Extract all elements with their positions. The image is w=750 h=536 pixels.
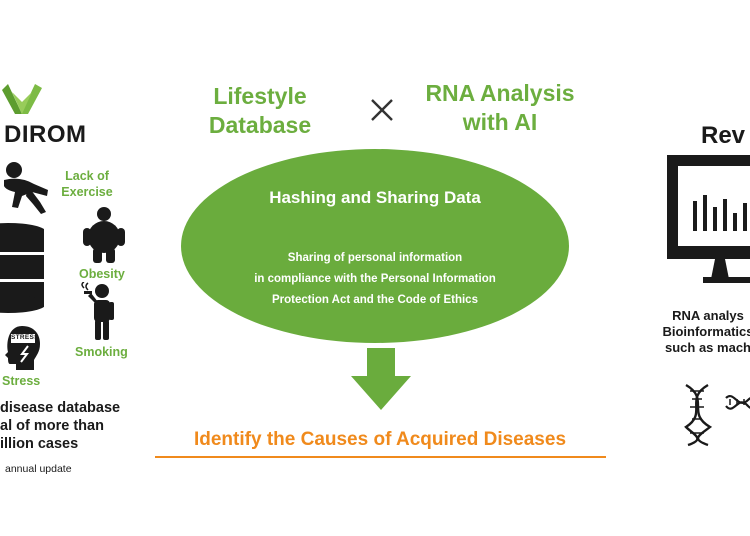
data-sharing-ellipse [181,149,569,343]
ellipse-body-line: Protection Act and the Code of Ethics [272,294,478,306]
right-description-line: Bioinformatics [662,324,750,339]
database-description: disease database al of more than illion … [0,399,120,453]
leaf-logo-icon [2,84,42,114]
database-icon [0,223,44,313]
database-description-line: al of more than [0,418,104,434]
obese-person-icon [83,207,125,263]
down-arrow-icon [351,348,411,410]
lack-of-exercise-label: Lack of Exercise [56,168,118,200]
rna-title-line: with AI [462,109,538,135]
ellipse-body-line: Sharing of personal information [287,252,463,264]
ellipse-title: Hashing and Sharing Data [269,188,481,207]
right-description-line: such as mach [665,340,750,355]
rna-analysis-title: RNA Analysis with AI [400,79,600,137]
result-title: Identify the Causes of Acquired Diseases [193,429,567,450]
stress-head-icon [5,326,40,370]
right-description-line: RNA analys [672,308,744,323]
smoking-label: Smoking [75,345,128,359]
lifestyle-title-line: Database [208,112,312,138]
times-icon [371,99,393,121]
stress-head-text: STRESS [11,334,39,341]
ellipse-body-line: in compliance with the Personal Informat… [254,273,496,285]
rna-title-line: RNA Analysis [425,80,575,106]
right-title: Rev [701,122,746,149]
obesity-label: Obesity [79,267,125,281]
dna-icon [725,395,750,410]
lifestyle-database-title: Lifestyle Database [190,82,330,140]
database-description-line: disease database [0,400,121,416]
stress-label: Stress [2,374,41,388]
dna-icon [684,383,713,447]
lack-of-exercise-line: Lack of [65,169,109,183]
lifestyle-title-line: Lifestyle [213,83,307,109]
lack-of-exercise-line: Exercise [61,185,113,199]
lying-person-icon [4,162,48,214]
right-description: RNA analys Bioinformatics such as mach [638,308,750,356]
brand-title: DIROM [4,121,87,148]
smoking-person-icon [81,282,114,340]
ellipse-body: Sharing of personal information in compl… [180,248,570,311]
database-description-line: illion cases [0,436,79,452]
result-underline [155,456,606,458]
update-note: annual update [5,463,72,475]
monitor-chart-icon [667,155,750,283]
